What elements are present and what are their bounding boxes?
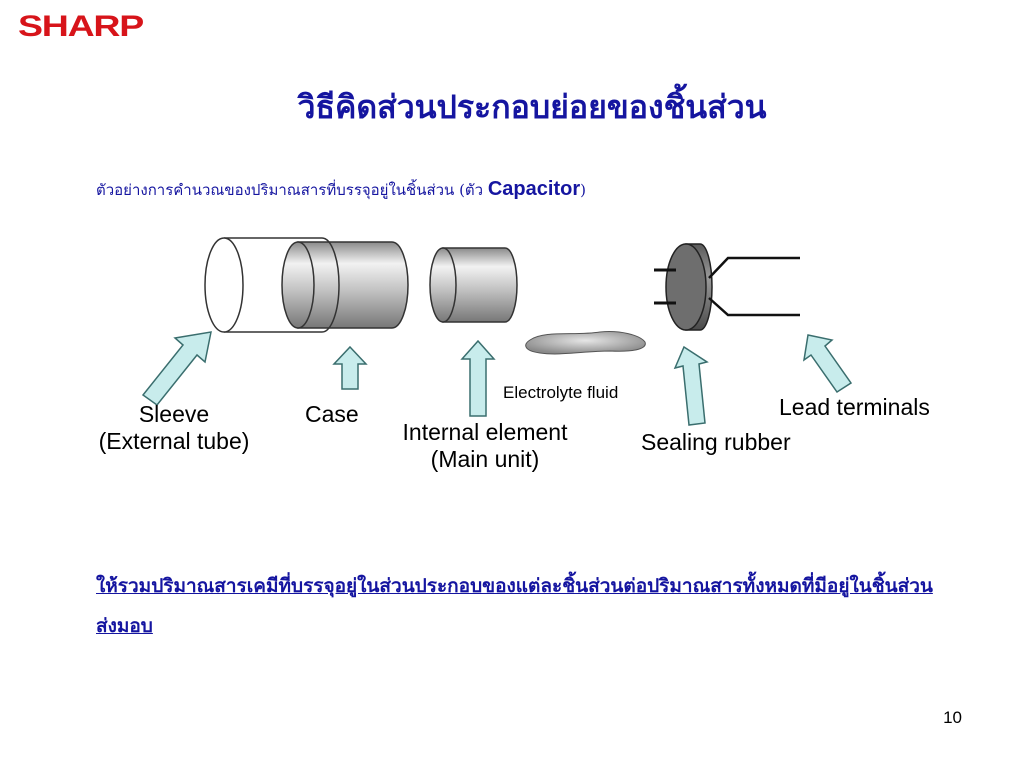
subtitle-capacitor: Capacitor [487,178,581,200]
instruction-note-text: ให้รวมปริมาณสารเคมีที่บรรจุอยู่ในส่วนประ… [96,575,933,637]
arrows [141,331,853,426]
subtitle-prefix: ตัวอย่างการคำนวณของปริมาณสารที่บรรจุอยู่… [96,181,488,199]
page-number: 10 [943,708,962,727]
subtitle-suffix: ) [580,181,586,199]
lead-terminals-arrow [802,334,853,394]
subtitle: ตัวอย่างการคำนวณของปริมาณสารที่บรรจุอยู่… [96,178,586,202]
internal-element-arrow [460,339,496,417]
sealing-rubber-part [654,243,713,331]
instruction-note: ให้รวมปริมาณสารเคมีที่บรรจุอยู่ในส่วนประ… [96,566,946,646]
electrolyte-fluid-part [525,331,646,355]
label-sleeve-line2: (External tube) [98,428,250,454]
label-internal-line1: Internal element [402,419,568,445]
label-internal-line2: (Main unit) [430,446,540,472]
label-electrolyte-fluid: Electrolyte fluid [503,383,619,402]
sleeve-part [204,237,340,333]
sharp-logo: SHARP [18,10,144,43]
label-internal-element: Internal element (Main unit) [382,419,588,473]
lead-terminals-part [708,256,800,317]
sleeve-arrow [141,331,212,407]
page-title: วิธีคิดส่วนประกอบย่อยของชิ้นส่วน [297,88,767,126]
label-lead-terminals: Lead terminals [779,394,930,420]
sealing-rubber-arrow [673,345,709,426]
label-case: Case [305,401,359,427]
label-sealing-rubber: Sealing rubber [641,429,791,455]
label-sleeve-line1: Sleeve [138,401,210,427]
case-arrow [332,345,368,390]
label-sleeve: Sleeve (External tube) [76,401,272,455]
case-part [281,241,409,329]
internal-element-part [429,247,518,323]
